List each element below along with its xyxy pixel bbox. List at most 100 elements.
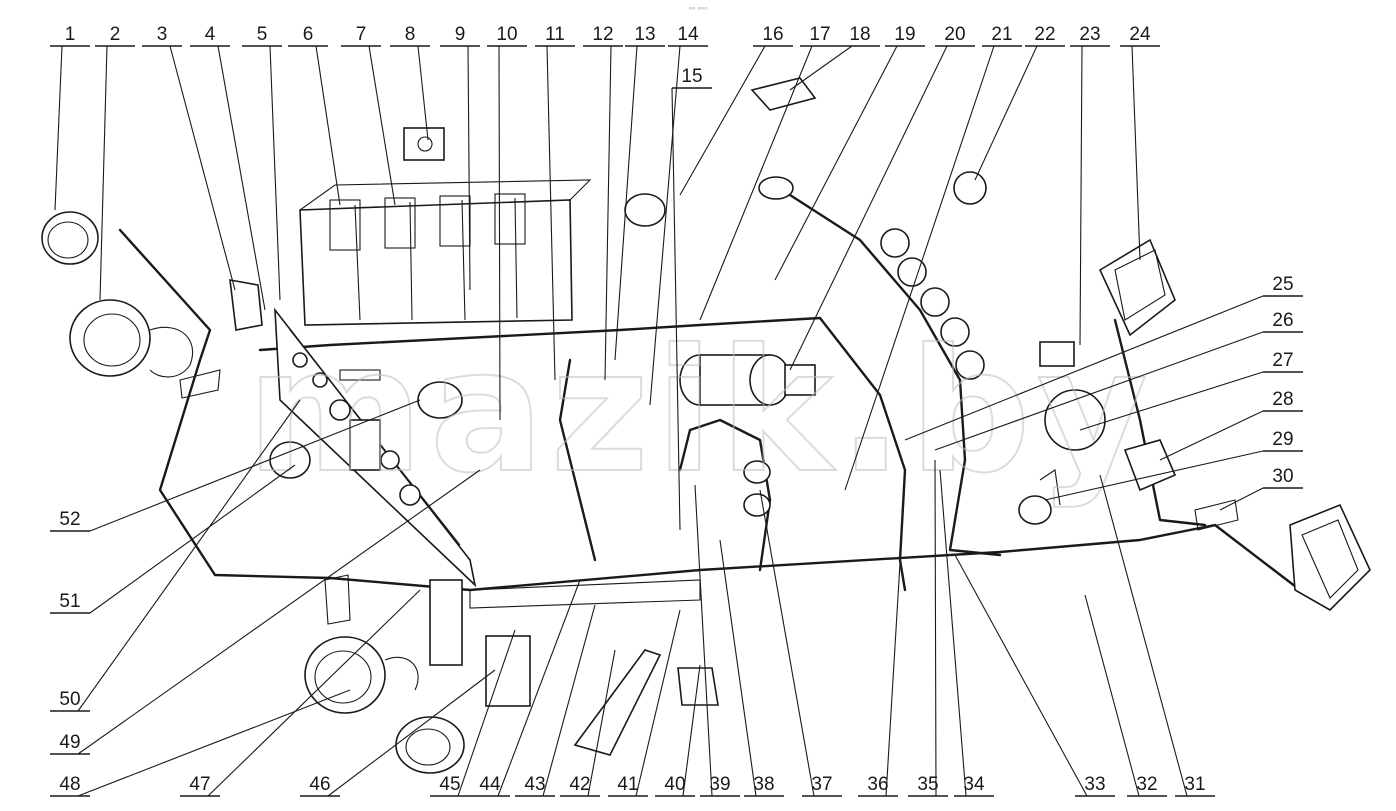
leader-line	[1159, 410, 1264, 461]
leader-line	[54, 45, 63, 211]
leader-line	[1131, 45, 1141, 261]
part-number-label: 12	[592, 24, 613, 45]
relay-16	[624, 193, 666, 227]
switch-29	[1018, 469, 1061, 525]
leader-line	[269, 45, 281, 301]
part-number-label: 45	[439, 774, 460, 795]
rear-lamp-upper	[1098, 238, 1176, 337]
leader-line	[844, 45, 995, 491]
part-number-label: 8	[405, 24, 416, 45]
connector-right	[1194, 499, 1239, 531]
leader-line	[327, 669, 496, 797]
callout-21: 21	[844, 24, 1022, 491]
part-number-label: 31	[1184, 774, 1205, 795]
callout-32: 32	[1084, 594, 1167, 797]
part-number-label: 2	[110, 24, 121, 45]
callout-7: 7	[341, 24, 396, 206]
callout-31: 31	[1099, 474, 1215, 797]
callout-34: 34	[939, 469, 994, 797]
leader-line	[682, 664, 701, 797]
part-number-label: 5	[257, 24, 268, 45]
headlight-left	[69, 299, 194, 378]
callout-40: 40	[655, 664, 701, 797]
connector-18	[750, 77, 817, 111]
part-number-label: 25	[1272, 274, 1293, 295]
part-number-label: 47	[189, 774, 210, 795]
leader-line	[587, 649, 616, 797]
parts-layer	[41, 77, 1371, 774]
callout-2: 2	[95, 24, 135, 301]
callout-8: 8	[390, 24, 430, 141]
connector-left	[179, 369, 221, 399]
part-number-label: 44	[479, 774, 501, 795]
part-number-label: 27	[1272, 350, 1293, 371]
leader-line	[939, 469, 967, 797]
part-number-label: 6	[303, 24, 314, 45]
part-number-label: 50	[59, 689, 80, 710]
callout-23: 23	[1070, 24, 1110, 346]
leader-line	[671, 87, 681, 531]
leader-line	[1219, 487, 1264, 511]
rear-lamp-lower	[1289, 503, 1371, 611]
leader-line	[546, 45, 556, 381]
leader-line	[934, 459, 937, 797]
part-number-label: 49	[59, 732, 80, 753]
callout-17: 17	[699, 24, 840, 321]
front-lamp-left	[41, 211, 99, 265]
callout-48: 48	[50, 689, 351, 797]
callout-12: 12	[583, 24, 623, 381]
harness-branch-right	[788, 193, 1002, 557]
callout-22: 22	[974, 24, 1065, 181]
leader-line	[368, 45, 396, 206]
part-number-label: 42	[569, 774, 590, 795]
callout-37: 37	[759, 489, 842, 797]
callout-24: 24	[1120, 24, 1160, 261]
leader-line	[719, 539, 757, 797]
callout-5: 5	[242, 24, 282, 301]
leader-line	[467, 45, 471, 291]
part-number-label: 30	[1272, 466, 1293, 487]
leader-line	[635, 609, 681, 797]
part-number-label: 10	[496, 24, 517, 45]
leader-line	[77, 399, 301, 712]
connector-lower-left	[324, 574, 351, 625]
rings-37	[743, 460, 771, 484]
callout-4: 4	[190, 24, 266, 311]
callout-25: 25	[904, 274, 1303, 441]
part-number-label: 3	[157, 24, 168, 45]
part-number-label: 19	[894, 24, 915, 45]
leader-line	[217, 45, 266, 311]
leader-line	[974, 45, 1038, 181]
leader-line	[774, 45, 898, 281]
callout-43: 43	[515, 604, 596, 797]
part-number-label: 51	[59, 591, 80, 612]
part-number-label: 39	[709, 774, 730, 795]
leader-line	[1079, 371, 1264, 431]
lamp-51	[417, 381, 463, 419]
leader-line	[99, 45, 108, 301]
callout-9: 9	[440, 24, 480, 291]
leader-line	[89, 464, 296, 614]
callout-16: 16	[679, 24, 793, 196]
main-harness	[118, 228, 1302, 592]
battery-pack	[299, 179, 592, 326]
callout-15: 15	[671, 66, 712, 531]
part-number-label: 37	[811, 774, 832, 795]
leader-line	[315, 45, 341, 206]
part-number-label: 52	[59, 509, 80, 530]
callout-30: 30	[1219, 466, 1303, 511]
part-number-label: 35	[917, 774, 938, 795]
part-number-label: 41	[617, 774, 638, 795]
part-number-label: 4	[205, 24, 216, 45]
callout-36: 36	[858, 479, 906, 797]
leader-line	[1099, 474, 1188, 797]
callout-13: 13	[614, 24, 665, 361]
callout-29: 29	[1044, 429, 1303, 501]
box-49	[429, 579, 463, 666]
leader-line	[1079, 45, 1083, 346]
leader-line	[649, 45, 681, 406]
part-number-label: 34	[963, 774, 985, 795]
